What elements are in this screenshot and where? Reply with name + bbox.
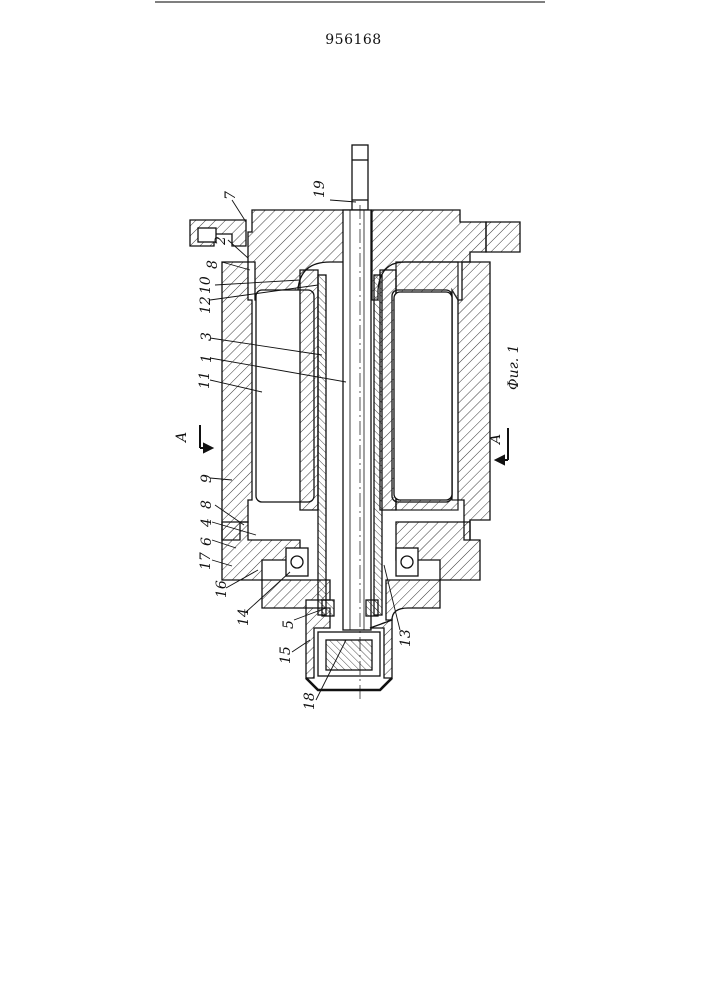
callout-18: 18 bbox=[302, 692, 318, 710]
stator-core-left bbox=[300, 270, 318, 510]
section-label-left: A bbox=[174, 432, 190, 444]
callout-4: 4 bbox=[199, 518, 215, 528]
callout-6: 6 bbox=[199, 537, 215, 546]
callout-14: 14 bbox=[236, 608, 252, 626]
seal-right bbox=[366, 600, 378, 616]
callout-11: 11 bbox=[197, 371, 213, 389]
callout-8-lower: 8 bbox=[199, 500, 215, 509]
callout-19: 19 bbox=[312, 180, 328, 198]
callout-9: 9 bbox=[199, 474, 215, 483]
housing-left-wall bbox=[222, 262, 252, 540]
bearing-left bbox=[286, 548, 308, 576]
housing-right-wall bbox=[458, 262, 490, 540]
rotor-sleeve-right bbox=[374, 275, 382, 615]
callout-10: 10 bbox=[198, 276, 214, 294]
right-mounting-ear bbox=[486, 222, 520, 252]
callout-17: 17 bbox=[198, 552, 214, 570]
bearing-right bbox=[396, 548, 418, 576]
section-label-right: A bbox=[488, 434, 504, 446]
callout-16: 16 bbox=[214, 580, 230, 598]
nozzle-tip bbox=[306, 678, 392, 690]
callout-1: 1 bbox=[199, 354, 215, 363]
callout-2: 2 bbox=[213, 236, 229, 246]
callout-5: 5 bbox=[281, 620, 297, 629]
callout-13: 13 bbox=[398, 629, 414, 647]
callout-8-upper: 8 bbox=[205, 260, 221, 269]
callout-3: 3 bbox=[199, 332, 215, 341]
figure-caption: Фиг. 1 bbox=[506, 344, 522, 390]
section-marker-left bbox=[200, 425, 212, 452]
callout-7: 7 bbox=[223, 191, 239, 200]
section-marker-right bbox=[496, 428, 508, 464]
stator-winding-right-face bbox=[394, 292, 452, 500]
callout-15: 15 bbox=[278, 646, 294, 664]
rotor-sleeve-left bbox=[318, 275, 326, 615]
callout-12: 12 bbox=[198, 296, 214, 314]
lower-housing-right bbox=[386, 580, 440, 620]
central-shaft bbox=[343, 210, 371, 630]
